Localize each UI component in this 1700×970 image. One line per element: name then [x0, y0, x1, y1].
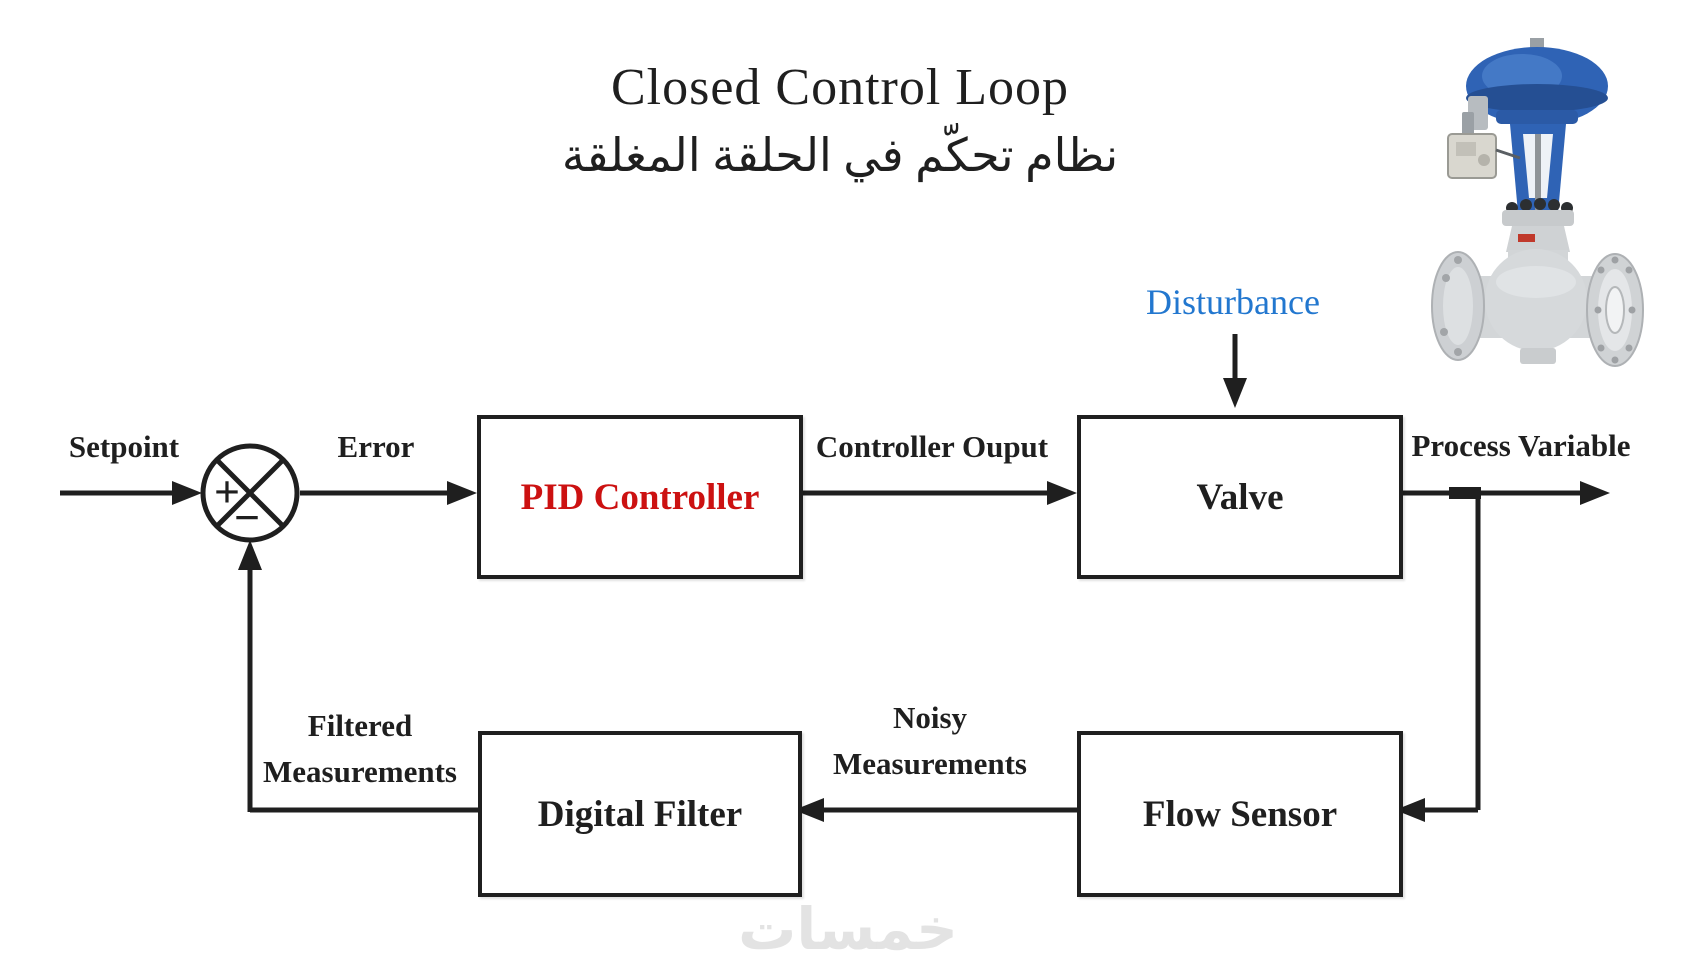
connector-filtered-measurements [238, 540, 478, 813]
arrow-right-icon [172, 481, 202, 505]
page-subtitle-arabic: نظام تحكّم في الحلقة المغلقة [561, 130, 1119, 181]
valve-label: Valve [1196, 476, 1284, 518]
connector-noisy-measurements [794, 798, 1077, 822]
arrow-down-icon [1223, 378, 1247, 408]
connector-error [300, 481, 477, 505]
arrow-left-icon [1395, 798, 1425, 822]
connector-disturbance [1223, 334, 1247, 408]
arrow-right-icon [1580, 481, 1610, 505]
label-controller-output: Controller Ouput [815, 429, 1049, 464]
branch-junction-tick [1449, 487, 1481, 499]
arrow-left-icon [794, 798, 824, 822]
connector-feedback-down [1395, 493, 1481, 822]
arrow-right-icon [1047, 481, 1077, 505]
connector-setpoint [60, 481, 202, 505]
connector-process-variable [1395, 481, 1610, 505]
digital-filter-label: Digital Filter [537, 793, 743, 835]
connector-controller-output [795, 481, 1077, 505]
label-error: Error [337, 429, 415, 464]
block-flow-sensor: Flow Sensor [1077, 731, 1403, 897]
label-process-variable: Process Variable [1411, 428, 1631, 463]
block-pid-controller: PID Controller [477, 415, 803, 579]
flow-sensor-label: Flow Sensor [1142, 793, 1338, 835]
label-noisy-measurements: Noisy Measurements [833, 700, 1027, 781]
summing-junction [200, 443, 300, 543]
page-title: Closed Control Loop [610, 59, 1070, 116]
pid-controller-label: PID Controller [520, 476, 760, 518]
control-valve-image [1431, 38, 1644, 367]
plus-sign: + [213, 466, 241, 517]
block-valve: Valve [1077, 415, 1403, 579]
pneumatic-control-valve-photo [1418, 38, 1653, 373]
minus-sign: − [233, 492, 261, 543]
arrow-up-icon [238, 540, 262, 570]
block-digital-filter: Digital Filter [478, 731, 802, 897]
label-setpoint: Setpoint [68, 429, 180, 464]
label-disturbance: Disturbance [1146, 282, 1320, 322]
watermark: خمسات [738, 897, 958, 962]
label-filtered-measurements: Filtered Measurements [263, 708, 457, 789]
arrow-right-icon [447, 481, 477, 505]
